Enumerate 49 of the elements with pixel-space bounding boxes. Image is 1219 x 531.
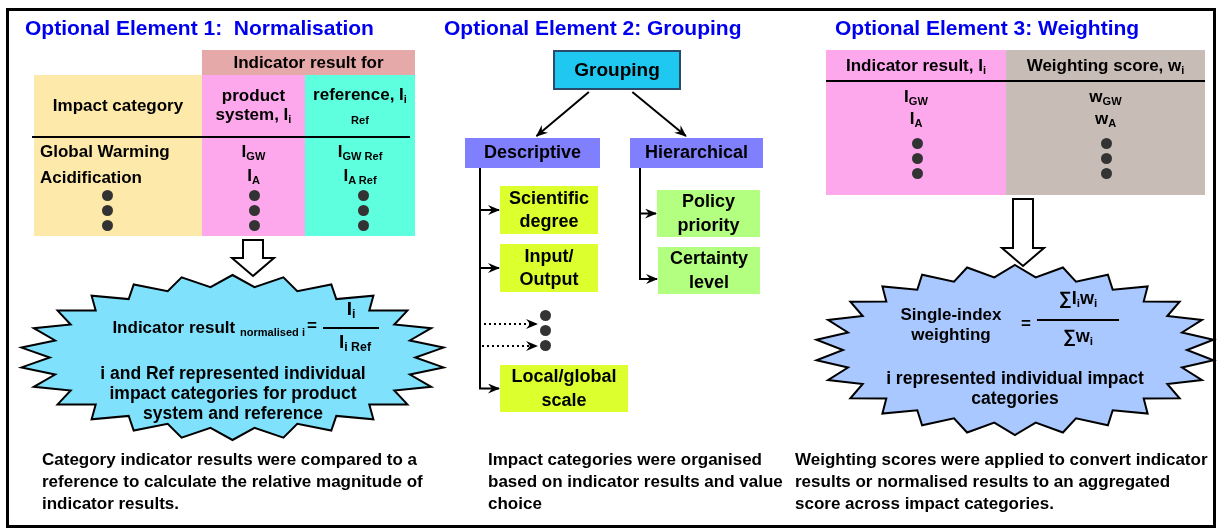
equals-sign: =: [1020, 313, 1032, 336]
starburst-callout: [815, 265, 1215, 435]
note-text: i and Ref represented individual impact categories for product system and reference: [99, 361, 367, 426]
data-table: [826, 50, 1205, 195]
category-box: Local/global scale: [500, 365, 628, 412]
section-heading: Optional Element 1: Normalisation: [25, 15, 375, 41]
category-box: Scientific degree: [500, 186, 598, 234]
starburst-callout: [20, 275, 445, 440]
column-header: Indicator result for: [202, 50, 415, 75]
cell-value: I$_{GW}$: [240, 140, 267, 164]
description-text: Category indicator results were compared to a reference to calculate the relative magnitude of indicator results.: [42, 449, 424, 516]
note-text: i represented individual impact categories: [885, 366, 1145, 410]
denominator: ∑w$_{i}$: [1061, 325, 1095, 350]
cell-value: I$_{GW}$: [903, 86, 929, 108]
row-label: Global Warming: [40, 141, 171, 164]
numerator: I$_{i}$: [345, 297, 357, 324]
cell-value: w$_{A}$: [1093, 108, 1118, 130]
column-header: Indicator result, I$_{i}$: [844, 54, 988, 78]
arrow: [639, 167, 658, 284]
cell-value: I$_{GW Ref}$: [336, 140, 384, 164]
category-box: Descriptive: [465, 138, 600, 168]
formula-text: Single-index weighting: [899, 304, 1003, 346]
row-label: Acidification: [40, 167, 143, 190]
category-box: Policy priority: [657, 190, 760, 237]
denominator: I$_{i Ref}$: [338, 330, 372, 357]
cell-value: I$_{A}$: [246, 164, 261, 188]
numerator: ∑I$_{i}$w$_{i}$: [1057, 287, 1099, 312]
arrow: [631, 91, 687, 137]
category-box: Certainty level: [658, 247, 760, 294]
block-arrow: [999, 198, 1047, 268]
category-box: Input/ Output: [500, 244, 598, 292]
arrow: [479, 167, 500, 394]
column-header: Weighting score, w$_{i}$: [1025, 54, 1186, 78]
arrow: [535, 91, 590, 137]
formula-text: Indicator result $_{normalised i}$: [111, 316, 305, 340]
category-box: Hierarchical: [630, 138, 763, 168]
data-table: [34, 50, 415, 236]
cell-value: I$_{A}$: [908, 108, 924, 130]
section-heading: Optional Element 3: Weighting: [835, 15, 1141, 41]
block-arrow: [229, 239, 277, 278]
description-text: Weighting scores were applied to convert indicator results or normalised results to an aggregated score across impact categories.: [795, 449, 1209, 516]
description-text: Impact categories were organised based on indicator results and value choice: [488, 449, 784, 516]
equals-sign: =: [306, 315, 318, 338]
section-heading: Optional Element 2: Grouping: [444, 15, 743, 41]
cell-value: w$_{GW}$: [1088, 86, 1123, 108]
category-box: Grouping: [553, 50, 681, 90]
column-header: Impact category: [51, 94, 185, 117]
cell-value: I$_{A Ref}$: [342, 164, 378, 188]
column-header: product system, I$_{i}$: [214, 84, 293, 127]
